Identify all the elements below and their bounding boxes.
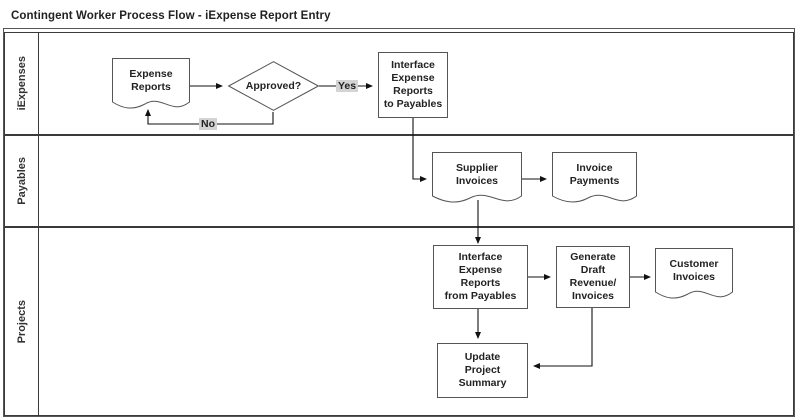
node-label-line: Expense: [391, 72, 435, 84]
node-label-line: from Payables: [444, 290, 517, 302]
node-expense-reports[interactable]: Expense Reports: [112, 58, 190, 112]
node-invoice-payments[interactable]: Invoice Payments: [552, 152, 637, 206]
node-interface-to-payables[interactable]: Interface Expense Reports to Payables: [378, 52, 448, 118]
node-label-line: to Payables: [383, 98, 443, 110]
node-label: Approved?: [245, 80, 302, 92]
diagram-title-bar: Contingent Worker Process Flow - iExpens…: [3, 3, 795, 29]
edge-label-yes: Yes: [336, 80, 359, 92]
swimlane-label-text: Payables: [15, 157, 28, 205]
node-label-line: Interface: [391, 59, 435, 71]
swimlane-label-projects: Projects: [5, 228, 39, 415]
node-label-line: Expense: [129, 67, 173, 80]
node-supplier-invoices[interactable]: Supplier Invoices: [432, 152, 522, 206]
node-label: Generate Draft Revenue/ Invoices: [570, 251, 617, 303]
node-label-line: Draft: [580, 264, 606, 276]
node-label-line: Summary: [458, 377, 507, 389]
node-label: Update Project Summary: [459, 351, 507, 390]
node-label-line: Reports: [460, 277, 501, 289]
node-interface-from-payables[interactable]: Interface Expense Reports from Payables: [433, 245, 528, 309]
document-shape-icon: [112, 58, 190, 109]
document-shape-icon: [432, 152, 522, 203]
node-label: Customer Invoices: [655, 258, 733, 293]
node-generate-draft-revenue-invoices[interactable]: Generate Draft Revenue/ Invoices: [556, 246, 630, 308]
node-label: Supplier Invoices: [432, 162, 522, 197]
node-label-line: Expense: [458, 264, 503, 276]
node-label-line: Project: [464, 364, 501, 376]
node-customer-invoices[interactable]: Customer Invoices: [655, 248, 733, 302]
node-label: Interface Expense Reports to Payables: [384, 59, 442, 111]
node-label: Expense Reports: [112, 68, 190, 103]
node-label-line: Interface: [458, 251, 503, 263]
swimlane-payables: Payables: [4, 135, 794, 227]
node-label-line: Invoices: [672, 270, 716, 283]
node-label-line: Customer: [669, 257, 719, 270]
node-label-line: Invoice: [576, 161, 613, 174]
node-label: Invoice Payments: [552, 162, 637, 197]
node-label-line: Revenue/: [569, 277, 617, 289]
node-label-line: Reports: [131, 80, 171, 93]
node-label-line: Reports: [393, 85, 433, 97]
page-title: Contingent Worker Process Flow - iExpens…: [11, 9, 331, 22]
node-update-project-summary[interactable]: Update Project Summary: [437, 343, 528, 398]
swimlane-label-iexpenses: iExpenses: [5, 33, 39, 134]
node-label-line: Invoices: [455, 174, 499, 187]
node-label-line: Payments: [569, 174, 620, 187]
node-approved-decision[interactable]: Approved?: [228, 61, 319, 111]
edge-label-no: No: [199, 118, 217, 130]
swimlane-label-payables: Payables: [5, 136, 39, 226]
node-label-line: Generate: [570, 251, 616, 263]
node-label-line: Update: [464, 351, 501, 363]
document-shape-icon: [655, 248, 733, 299]
node-label: Interface Expense Reports from Payables: [445, 251, 517, 303]
swimlane-label-text: iExpenses: [15, 56, 28, 111]
document-shape-icon: [552, 152, 637, 203]
node-label-line: Supplier: [455, 161, 498, 174]
swimlane-label-text: Projects: [15, 299, 28, 344]
node-label-line: Invoices: [571, 290, 615, 302]
